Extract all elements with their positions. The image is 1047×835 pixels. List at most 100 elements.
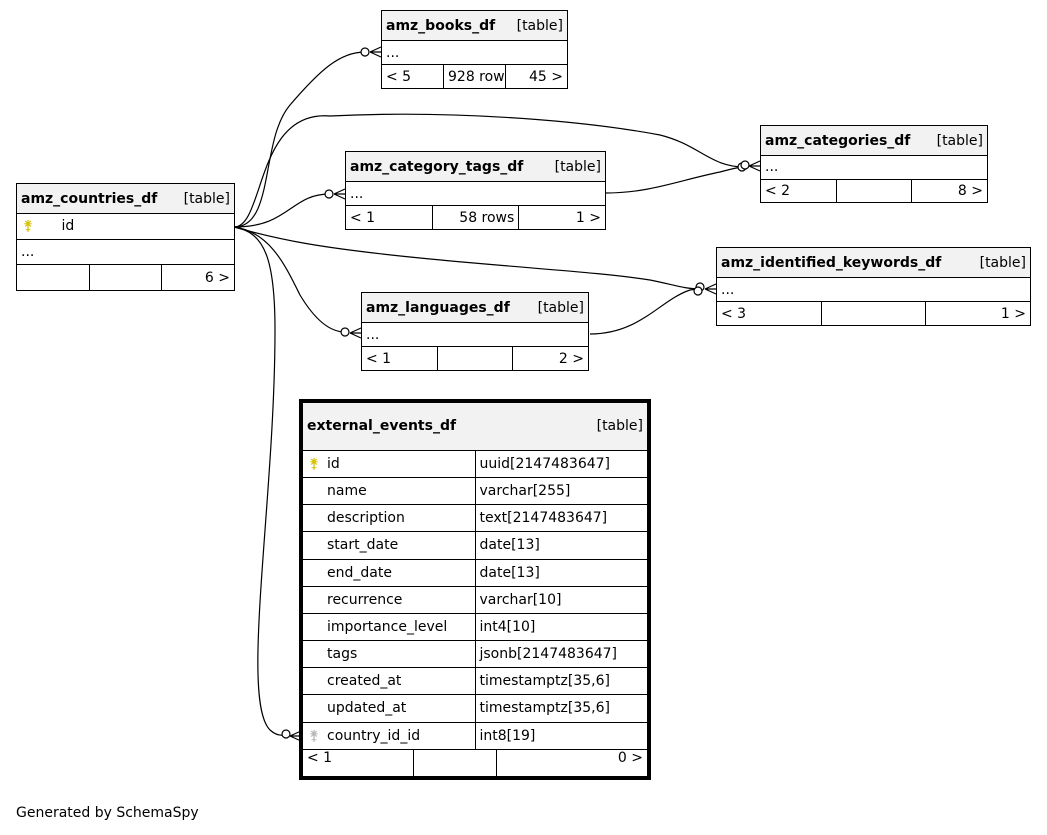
primary-key-icon: ⚵ — [308, 456, 320, 473]
child-count: 0 > — [617, 749, 643, 766]
child-count: 45 > — [505, 64, 568, 89]
table-type: [table] — [554, 158, 601, 175]
table-type: [table] — [596, 418, 643, 435]
child-count: 1 > — [925, 301, 1031, 326]
table-name: amz_identified_keywords_df — [721, 254, 942, 271]
table-name: amz_books_df — [386, 17, 496, 34]
table-header: amz_category_tags_df [table] — [345, 151, 606, 182]
optional-marker — [693, 286, 703, 296]
column-name: id — [327, 456, 340, 473]
column-type: timestamptz[35,6] — [474, 694, 648, 723]
table-name: amz_countries_df — [21, 190, 158, 207]
column-name: tags — [327, 646, 358, 663]
child-count: 2 > — [512, 346, 589, 371]
column-row: updated_at timestamptz[35,6] — [302, 694, 648, 723]
collapsed-columns: ... — [361, 322, 589, 347]
table-external-events-df[interactable]: external_events_df [table] ⚵ id uuid[21474… — [299, 399, 651, 780]
table-amz-books-df[interactable]: amz_books_df [table] ... < 5 928 rows 45… — [381, 10, 568, 89]
table-amz-countries-df[interactable]: amz_countries_df [table] ⚵ id ... 6 > — [16, 183, 235, 291]
footer-credit: Generated by SchemaSpy — [16, 805, 199, 821]
primary-key-icon: ⚵ — [22, 218, 34, 235]
column-name-cell: ⚵ id — [302, 449, 476, 479]
table-type: [table] — [979, 254, 1026, 271]
optional-markers — [281, 47, 750, 739]
row-count — [88, 264, 163, 291]
optional-marker — [340, 327, 350, 337]
edge-countries-categories — [233, 113, 746, 228]
collapsed-columns: ... — [16, 238, 235, 266]
column-name-cell: end_date — [302, 558, 476, 587]
crowfoot-marker — [333, 188, 346, 200]
column-name-cell: tags — [302, 640, 476, 669]
collapsed-columns: ... — [716, 277, 1031, 302]
column-row: ⚵ id — [16, 213, 235, 240]
column-name: description — [327, 510, 405, 527]
edge-languages-keywords — [589, 288, 701, 335]
child-count: 1 > — [518, 205, 606, 230]
column-type: jsonb[2147483647] — [474, 640, 648, 669]
crowfoot-markers — [289, 46, 761, 742]
table-name: external_events_df — [307, 418, 457, 435]
column-type: timestamptz[35,6] — [474, 667, 648, 696]
table-type: [table] — [183, 190, 230, 207]
table-amz-category-tags-df[interactable]: amz_category_tags_df [table] ... < 1 58 … — [345, 151, 606, 230]
parent-count: < 3 — [716, 301, 822, 326]
column-name: name — [327, 483, 367, 500]
column-row: name varchar[255] — [302, 477, 648, 506]
column-name-cell: ⚵ country_id_id — [302, 721, 476, 750]
table-footer: < 1 0 > — [302, 748, 648, 778]
column-name-cell: recurrence — [302, 585, 476, 614]
edge-countries-books — [233, 51, 366, 228]
table-type: [table] — [936, 132, 983, 149]
table-amz-categories-df[interactable]: amz_categories_df [table] ... < 2 8 > — [760, 125, 988, 203]
crowfoot-marker — [704, 283, 717, 295]
table-header: amz_countries_df [table] — [16, 183, 235, 214]
table-type: [table] — [516, 17, 563, 34]
optional-marker — [281, 729, 291, 739]
column-name-cell: description — [302, 504, 476, 533]
column-type: varchar[255] — [474, 477, 648, 506]
table-name: amz_categories_df — [765, 132, 911, 149]
column-type: int8[19] — [474, 721, 648, 750]
column-type: uuid[2147483647] — [474, 449, 648, 479]
row-count: 58 rows — [431, 205, 520, 230]
foreign-key-icon: ⚵ — [308, 727, 320, 744]
column-name: id — [61, 218, 75, 235]
table-amz-languages-df[interactable]: amz_languages_df [table] ... < 1 2 > — [361, 292, 589, 371]
edge-categorytags-categories — [605, 166, 746, 194]
table-header: amz_languages_df [table] — [361, 292, 589, 323]
column-name: country_id_id — [327, 727, 421, 744]
column-type: int4[10] — [474, 612, 648, 642]
column-row: ⚵ id uuid[2147483647] — [302, 449, 648, 479]
column-name-cell: importance_level — [302, 612, 476, 642]
collapsed-columns: ... — [760, 155, 988, 180]
edge-countries-languages — [233, 226, 346, 333]
edge-countries-categorytags — [233, 193, 331, 228]
crowfoot-marker — [369, 46, 382, 58]
crowfoot-marker — [748, 160, 761, 172]
parent-count: < 1 — [361, 346, 438, 371]
column-type: text[2147483647] — [474, 504, 648, 533]
row-count: 928 rows — [443, 64, 506, 89]
column-name-cell: updated_at — [302, 694, 476, 723]
column-type: date[13] — [474, 558, 648, 587]
table-type: [table] — [537, 299, 584, 316]
table-amz-identified-keywords-df[interactable]: amz_identified_keywords_df [table] ... <… — [716, 247, 1031, 326]
table-name: amz_languages_df — [366, 299, 510, 316]
table-name: amz_category_tags_df — [350, 158, 524, 175]
parent-count: < 2 — [760, 178, 837, 203]
column-name: updated_at — [327, 700, 407, 717]
column-type: varchar[10] — [474, 585, 648, 614]
table-header: amz_categories_df [table] — [760, 125, 988, 156]
table-header: amz_identified_keywords_df [table] — [716, 247, 1031, 278]
table-header: amz_books_df [table] — [381, 10, 568, 41]
row-count — [835, 178, 913, 203]
row-count — [820, 301, 927, 326]
parent-count: < 1 — [304, 750, 414, 776]
optional-marker — [740, 160, 750, 170]
